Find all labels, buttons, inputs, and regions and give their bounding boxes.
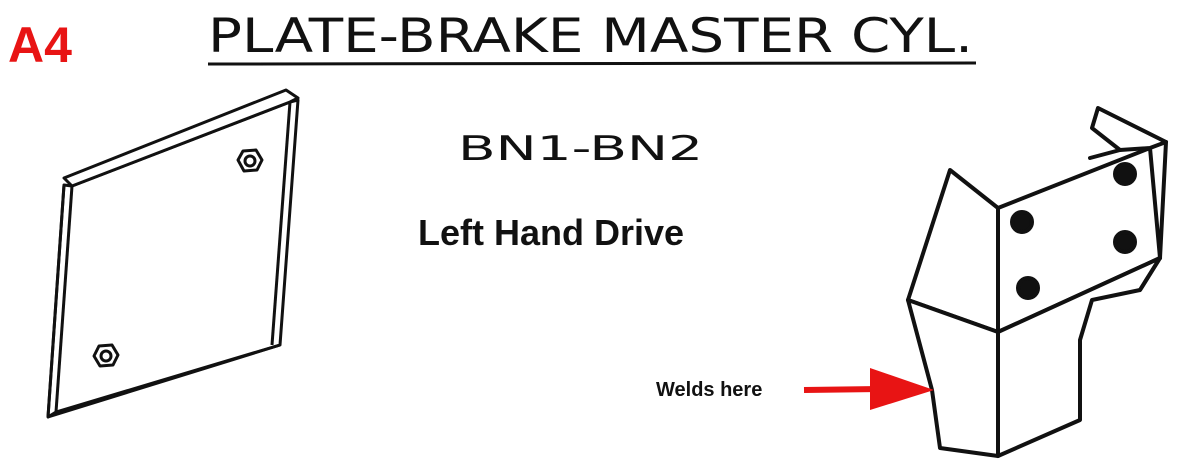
section-badge: A4 bbox=[8, 17, 72, 73]
weld-callout-label: Welds here bbox=[656, 379, 762, 401]
bracket-hole-1 bbox=[1113, 162, 1137, 186]
flat-plate-drawing bbox=[46, 88, 300, 419]
page-title: PLATE-BRAKE MASTER CYL. bbox=[208, 9, 973, 64]
title-underline bbox=[207, 61, 977, 66]
weld-arrow-icon bbox=[803, 368, 934, 410]
drive-side-label: Left Hand Drive bbox=[418, 212, 684, 253]
model-range: BN1-BN2 bbox=[458, 129, 703, 169]
bracket-hole-2 bbox=[1010, 210, 1034, 234]
bracket-hole-3 bbox=[1113, 230, 1137, 254]
bracket-hole-4 bbox=[1016, 276, 1040, 300]
bent-bracket-drawing bbox=[906, 106, 1168, 458]
stud-upper bbox=[236, 148, 264, 173]
stud-lower bbox=[92, 343, 120, 368]
